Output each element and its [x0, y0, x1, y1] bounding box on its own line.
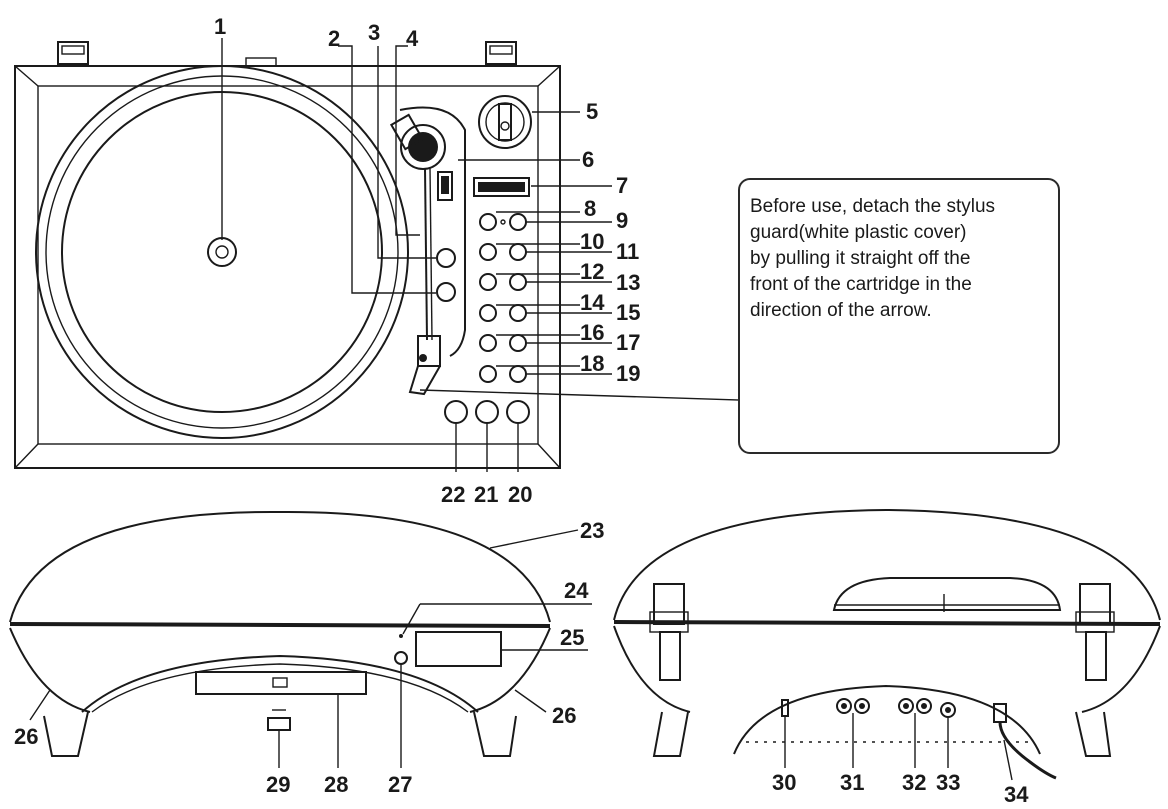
callout-20: 20: [508, 482, 532, 507]
callout-8: 8: [584, 196, 596, 221]
callout-21: 21: [474, 482, 498, 507]
front-view: [9, 510, 592, 768]
callout-27: 27: [388, 772, 412, 797]
callout-34: 34: [1004, 782, 1029, 807]
callout-18: 18: [580, 351, 604, 376]
callout-19: 19: [616, 361, 640, 386]
callout-29: 29: [266, 772, 290, 797]
callout-9: 9: [616, 208, 628, 233]
turntable-top-view: [14, 38, 741, 472]
callout-2: 2: [328, 26, 340, 51]
stylus-guard-note: Before use, detach the stylus guard(whit…: [738, 178, 1060, 454]
callout-11: 11: [616, 239, 639, 264]
callout-5: 5: [586, 99, 598, 124]
callout-6: 6: [582, 147, 594, 172]
callout-31: 31: [840, 770, 864, 795]
callout-22: 22: [441, 482, 465, 507]
callout-28: 28: [324, 772, 348, 797]
rear-view: [613, 508, 1161, 781]
callout-15: 15: [616, 300, 640, 325]
callout-26-left: 26: [14, 724, 38, 749]
callout-10: 10: [580, 229, 604, 254]
callout-17: 17: [616, 330, 640, 355]
callout-13: 13: [616, 270, 640, 295]
callout-16: 16: [580, 320, 604, 345]
callout-3: 3: [368, 20, 380, 45]
stylus-guard-instructions: Before use, detach the stylus guard(whit…: [750, 196, 996, 321]
callout-24: 24: [564, 578, 589, 603]
callout-25: 25: [560, 625, 584, 650]
callout-14: 14: [580, 290, 605, 315]
callout-12: 12: [580, 259, 604, 284]
callout-33: 33: [936, 770, 960, 795]
callout-numbers: 1 2 3 4 5 6 7 8 9 10 11 12 13 14 15 16 1…: [14, 14, 1029, 807]
callout-23: 23: [580, 518, 604, 543]
callout-26-right: 26: [552, 703, 576, 728]
callout-32: 32: [902, 770, 926, 795]
callout-7: 7: [616, 173, 628, 198]
callout-4: 4: [406, 26, 419, 51]
callout-30: 30: [772, 770, 796, 795]
callout-1: 1: [214, 14, 226, 39]
